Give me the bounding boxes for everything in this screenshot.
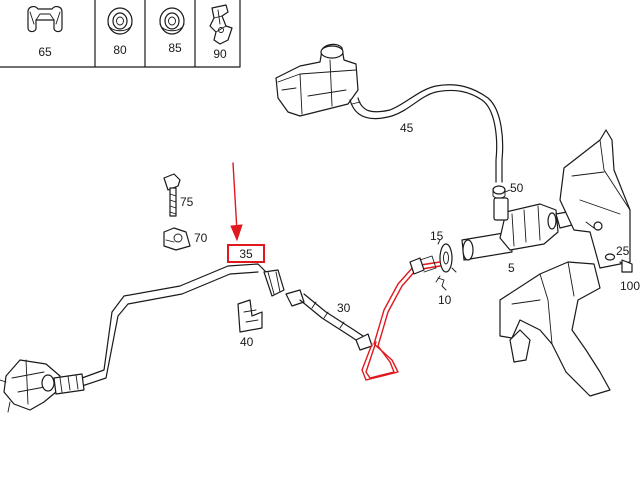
hydraulic-line-highlighted bbox=[361, 255, 441, 381]
legend-label-90: 90 bbox=[213, 47, 227, 61]
legend-label-85: 85 bbox=[168, 41, 182, 55]
seal-15 bbox=[437, 239, 457, 273]
label-25: 25 bbox=[616, 244, 630, 258]
hose-clip-50 bbox=[492, 185, 511, 199]
legend-label-80: 80 bbox=[113, 43, 127, 57]
fluid-reservoir bbox=[275, 43, 359, 117]
label-70: 70 bbox=[194, 231, 208, 245]
label-40: 40 bbox=[240, 335, 254, 349]
label-45: 45 bbox=[400, 121, 414, 135]
legend-part-90-bracket-clip-icon bbox=[209, 4, 233, 45]
clutch-line-30 bbox=[285, 289, 373, 351]
slave-cylinder bbox=[0, 359, 85, 413]
clip-40 bbox=[237, 299, 263, 333]
callout-arrow-icon bbox=[230, 162, 243, 242]
clutch-pipe-35 bbox=[81, 263, 285, 387]
legend-part-80-grommet-icon bbox=[107, 7, 133, 35]
legend-part-85-grommet-icon bbox=[159, 7, 185, 35]
fitting-10 bbox=[435, 275, 447, 291]
label-35: 35 bbox=[239, 247, 253, 261]
label-50: 50 bbox=[510, 181, 524, 195]
label-100: 100 bbox=[620, 279, 640, 293]
label-15: 15 bbox=[430, 229, 444, 243]
label-30: 30 bbox=[337, 301, 351, 315]
label-75: 75 bbox=[180, 195, 194, 209]
label-10: 10 bbox=[438, 293, 452, 307]
parts-legend-strip: 65 80 85 90 bbox=[0, 0, 241, 68]
bolt-25 bbox=[604, 253, 633, 273]
legend-part-65-clip-icon bbox=[27, 6, 63, 33]
pedal-assembly bbox=[499, 129, 631, 397]
label-5: 5 bbox=[508, 261, 515, 275]
legend-label-65: 65 bbox=[38, 45, 52, 59]
clip-70 bbox=[163, 227, 191, 251]
highlight-box-35 bbox=[227, 244, 265, 263]
bolt-75 bbox=[163, 173, 181, 217]
reservoir-hose-45 bbox=[349, 84, 504, 183]
